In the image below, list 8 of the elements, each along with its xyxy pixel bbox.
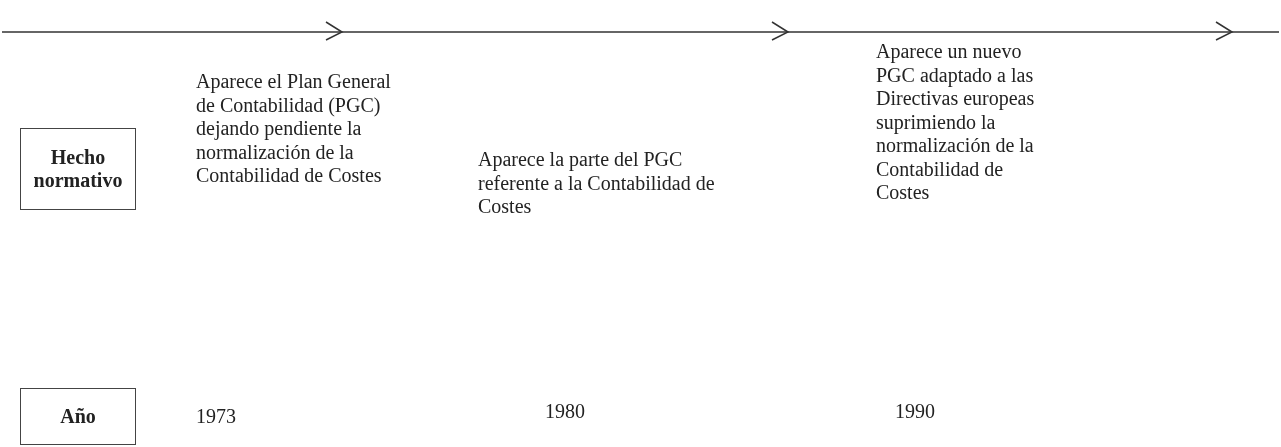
event-description: Aparece la parte del PGC referente a la Contabilidad de Costes bbox=[478, 148, 716, 219]
event-description: Aparece el Plan General de Contabilidad (PGC) dejando pendiente la normalización de la Contabilidad de Costes bbox=[196, 70, 392, 188]
year-label: 1980 bbox=[545, 400, 586, 424]
event-description: Aparece un nuevo PGC adaptado a las Directivas europeas suprimiendo la normalización de la Contabilidad de Costes bbox=[876, 40, 1036, 205]
year-label: 1973 bbox=[196, 405, 237, 429]
year-label: 1990 bbox=[895, 400, 936, 424]
header-box: Año bbox=[20, 388, 136, 445]
header-box: Hecho normativo bbox=[20, 128, 136, 210]
